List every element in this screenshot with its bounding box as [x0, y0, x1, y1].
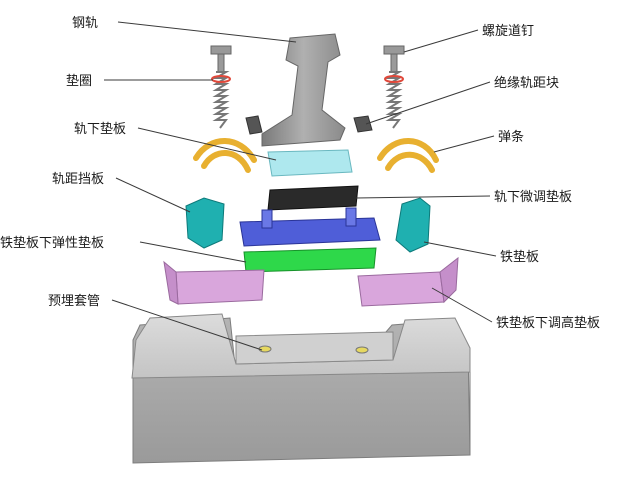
washer-right — [384, 75, 404, 83]
leader-lines — [104, 21, 497, 351]
sleeve-hole-left — [258, 345, 272, 353]
height-adjust-pad-left — [163, 260, 265, 305]
insulated-gauge-block-right — [353, 115, 373, 133]
screw-spike-left — [210, 45, 232, 129]
label-insulated-gauge-block: 绝缘轨距块 — [494, 75, 559, 91]
spring-clip-left — [193, 138, 257, 173]
gauge-plate-left — [185, 197, 225, 249]
screw-spike-right — [383, 45, 405, 129]
label-rail: 钢轨 — [72, 16, 98, 31]
label-rail-pad: 轨下垫板 — [74, 121, 126, 137]
label-washer: 垫圈 — [66, 73, 92, 89]
gauge-plate-right — [395, 197, 431, 253]
spring-clip-right — [377, 138, 439, 173]
label-fine-adjust-pad: 轨下微调垫板 — [494, 189, 572, 205]
rail — [261, 33, 346, 147]
labels: 钢轨 垫圈 轨下垫板 轨距挡板 铁垫板下弹性垫板 预埋套管 螺旋道钉 绝缘轨距块… — [0, 16, 600, 331]
rail-pad — [267, 149, 353, 177]
label-elastic-pad: 铁垫板下弹性垫板 — [0, 235, 104, 251]
label-screw-spike: 螺旋道钉 — [482, 24, 534, 39]
label-gauge-plate: 轨距挡板 — [52, 172, 104, 187]
label-embedded-sleeve: 预埋套管 — [48, 293, 100, 309]
sleeper — [131, 313, 471, 464]
label-spring-clip: 弹条 — [498, 129, 524, 145]
sleeve-hole-right — [355, 346, 369, 354]
insulated-gauge-block-left — [245, 115, 263, 135]
height-adjust-pad-right — [357, 256, 459, 307]
label-tie-plate: 铁垫板 — [500, 249, 539, 265]
elastic-pad — [243, 247, 377, 273]
washer-left — [211, 75, 231, 83]
label-height-adjust-pad: 铁垫板下调高垫板 — [496, 315, 600, 331]
fine-adjust-pad — [267, 185, 359, 211]
tie-plate — [239, 207, 381, 247]
